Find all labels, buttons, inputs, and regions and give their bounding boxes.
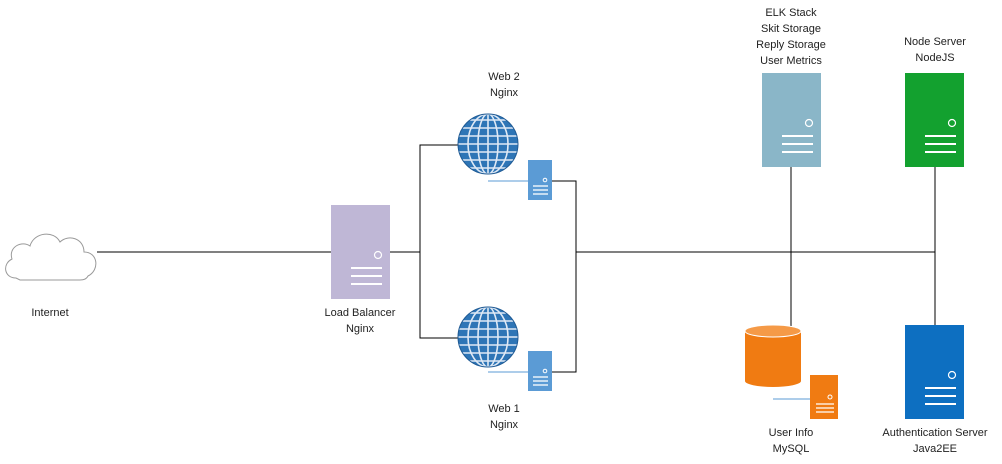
node-server-icon	[905, 73, 964, 167]
load-balancer-label: Load Balancer Nginx	[324, 307, 396, 335]
elk-label: ELK Stack Skit Storage Reply Storage Use…	[756, 7, 826, 67]
connections	[97, 144, 936, 373]
web1-small-server-icon	[488, 351, 552, 391]
internet-label: Internet	[31, 307, 69, 319]
elk-server-icon	[762, 73, 821, 167]
node-server-label: Node Server NodeJS	[904, 36, 966, 64]
web1-globe-icon	[457, 306, 519, 368]
mysql-small-server-icon	[773, 375, 838, 419]
cloud-icon	[5, 233, 97, 281]
connector-web2-bus	[552, 180, 577, 252]
auth-server-icon	[905, 325, 964, 419]
connector-web1-bus	[552, 252, 577, 373]
load-balancer-server-icon	[331, 205, 390, 299]
web1-label: Web 1 Nginx	[488, 403, 520, 431]
auth-server-label: Authentication Server Java2EE	[882, 427, 988, 455]
connector-lb-web2	[419, 144, 458, 339]
mysql-database-icon	[744, 324, 802, 387]
user-info-label: User Info MySQL	[768, 427, 814, 455]
web2-globe-icon	[457, 113, 519, 175]
web2-small-server-icon	[488, 160, 552, 200]
web2-label: Web 2 Nginx	[488, 71, 520, 99]
